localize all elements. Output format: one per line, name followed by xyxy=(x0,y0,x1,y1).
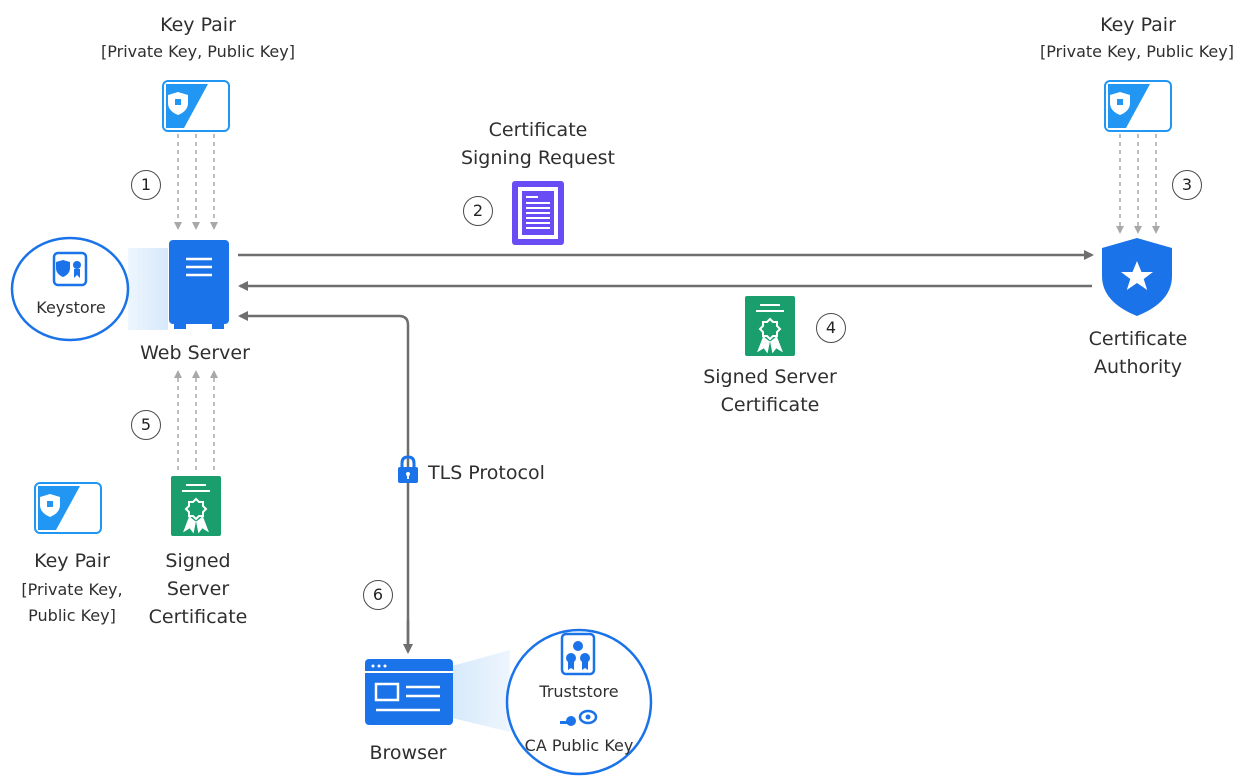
truststore-label: Truststore xyxy=(539,682,619,701)
step5-dotted-arrows xyxy=(174,370,218,470)
keystore-label: Keystore xyxy=(36,298,106,317)
tls-connection-arrow xyxy=(238,311,410,650)
key-pair-bottom-line2: [Private Key, xyxy=(21,580,123,599)
web-server-label: Web Server xyxy=(140,342,250,364)
truststore-beam xyxy=(452,650,510,732)
key-pair-top-right-title: Key Pair xyxy=(1100,14,1176,36)
ca-public-key-label: CA Public Key xyxy=(524,736,634,755)
lock-icon xyxy=(398,455,418,483)
certificate-icon xyxy=(171,476,221,536)
key-pair-icon xyxy=(162,80,230,132)
signed-cert-right-line2: Certificate xyxy=(720,394,820,416)
step-2-badge: 2 xyxy=(463,196,493,226)
step-4-badge: 4 xyxy=(816,313,846,343)
step-1-badge: 1 xyxy=(131,170,161,200)
key-pair-icon xyxy=(34,482,102,534)
tls-label: TLS Protocol xyxy=(428,462,545,484)
step-3-badge: 3 xyxy=(1172,170,1202,200)
keystore-circle xyxy=(10,236,130,342)
keystore-beam xyxy=(128,248,168,330)
signed-cert-right-line1: Signed Server xyxy=(703,366,837,388)
database-icon xyxy=(52,251,88,287)
shield-star-icon xyxy=(1102,238,1172,316)
document-icon xyxy=(512,181,564,245)
key-pair-bottom-line1: Key Pair xyxy=(34,550,110,572)
browser-icon xyxy=(365,659,453,725)
key-pair-top-left-title: Key Pair xyxy=(160,14,236,36)
public-key-icon xyxy=(560,709,598,726)
key-pair-top-right-detail: [Private Key, Public Key] xyxy=(1040,42,1234,61)
signed-cert-bottom-line2: Server xyxy=(166,578,230,600)
step-5-badge: 5 xyxy=(131,410,161,440)
signed-cert-bottom-line1: Signed xyxy=(165,550,231,572)
truststore-circle xyxy=(505,628,653,776)
server-icon xyxy=(169,240,229,329)
key-pair-bottom-line3: Public Key] xyxy=(28,606,116,625)
ca-label-line2: Authority xyxy=(1094,356,1182,378)
csr-label-line1: Certificate xyxy=(488,119,588,141)
step-6-badge: 6 xyxy=(363,580,393,610)
step1-dotted-arrows xyxy=(174,134,218,230)
csr-label-line2: Signing Request xyxy=(460,147,616,169)
database-icon xyxy=(560,632,596,676)
ca-label-line1: Certificate xyxy=(1088,328,1188,350)
browser-label: Browser xyxy=(369,742,447,764)
step3-dotted-arrows xyxy=(1116,134,1160,234)
certificate-icon xyxy=(745,296,795,356)
key-pair-top-left-detail: [Private Key, Public Key] xyxy=(101,42,295,61)
key-pair-icon xyxy=(1104,80,1172,132)
signed-cert-bottom-line3: Certificate xyxy=(148,606,248,628)
